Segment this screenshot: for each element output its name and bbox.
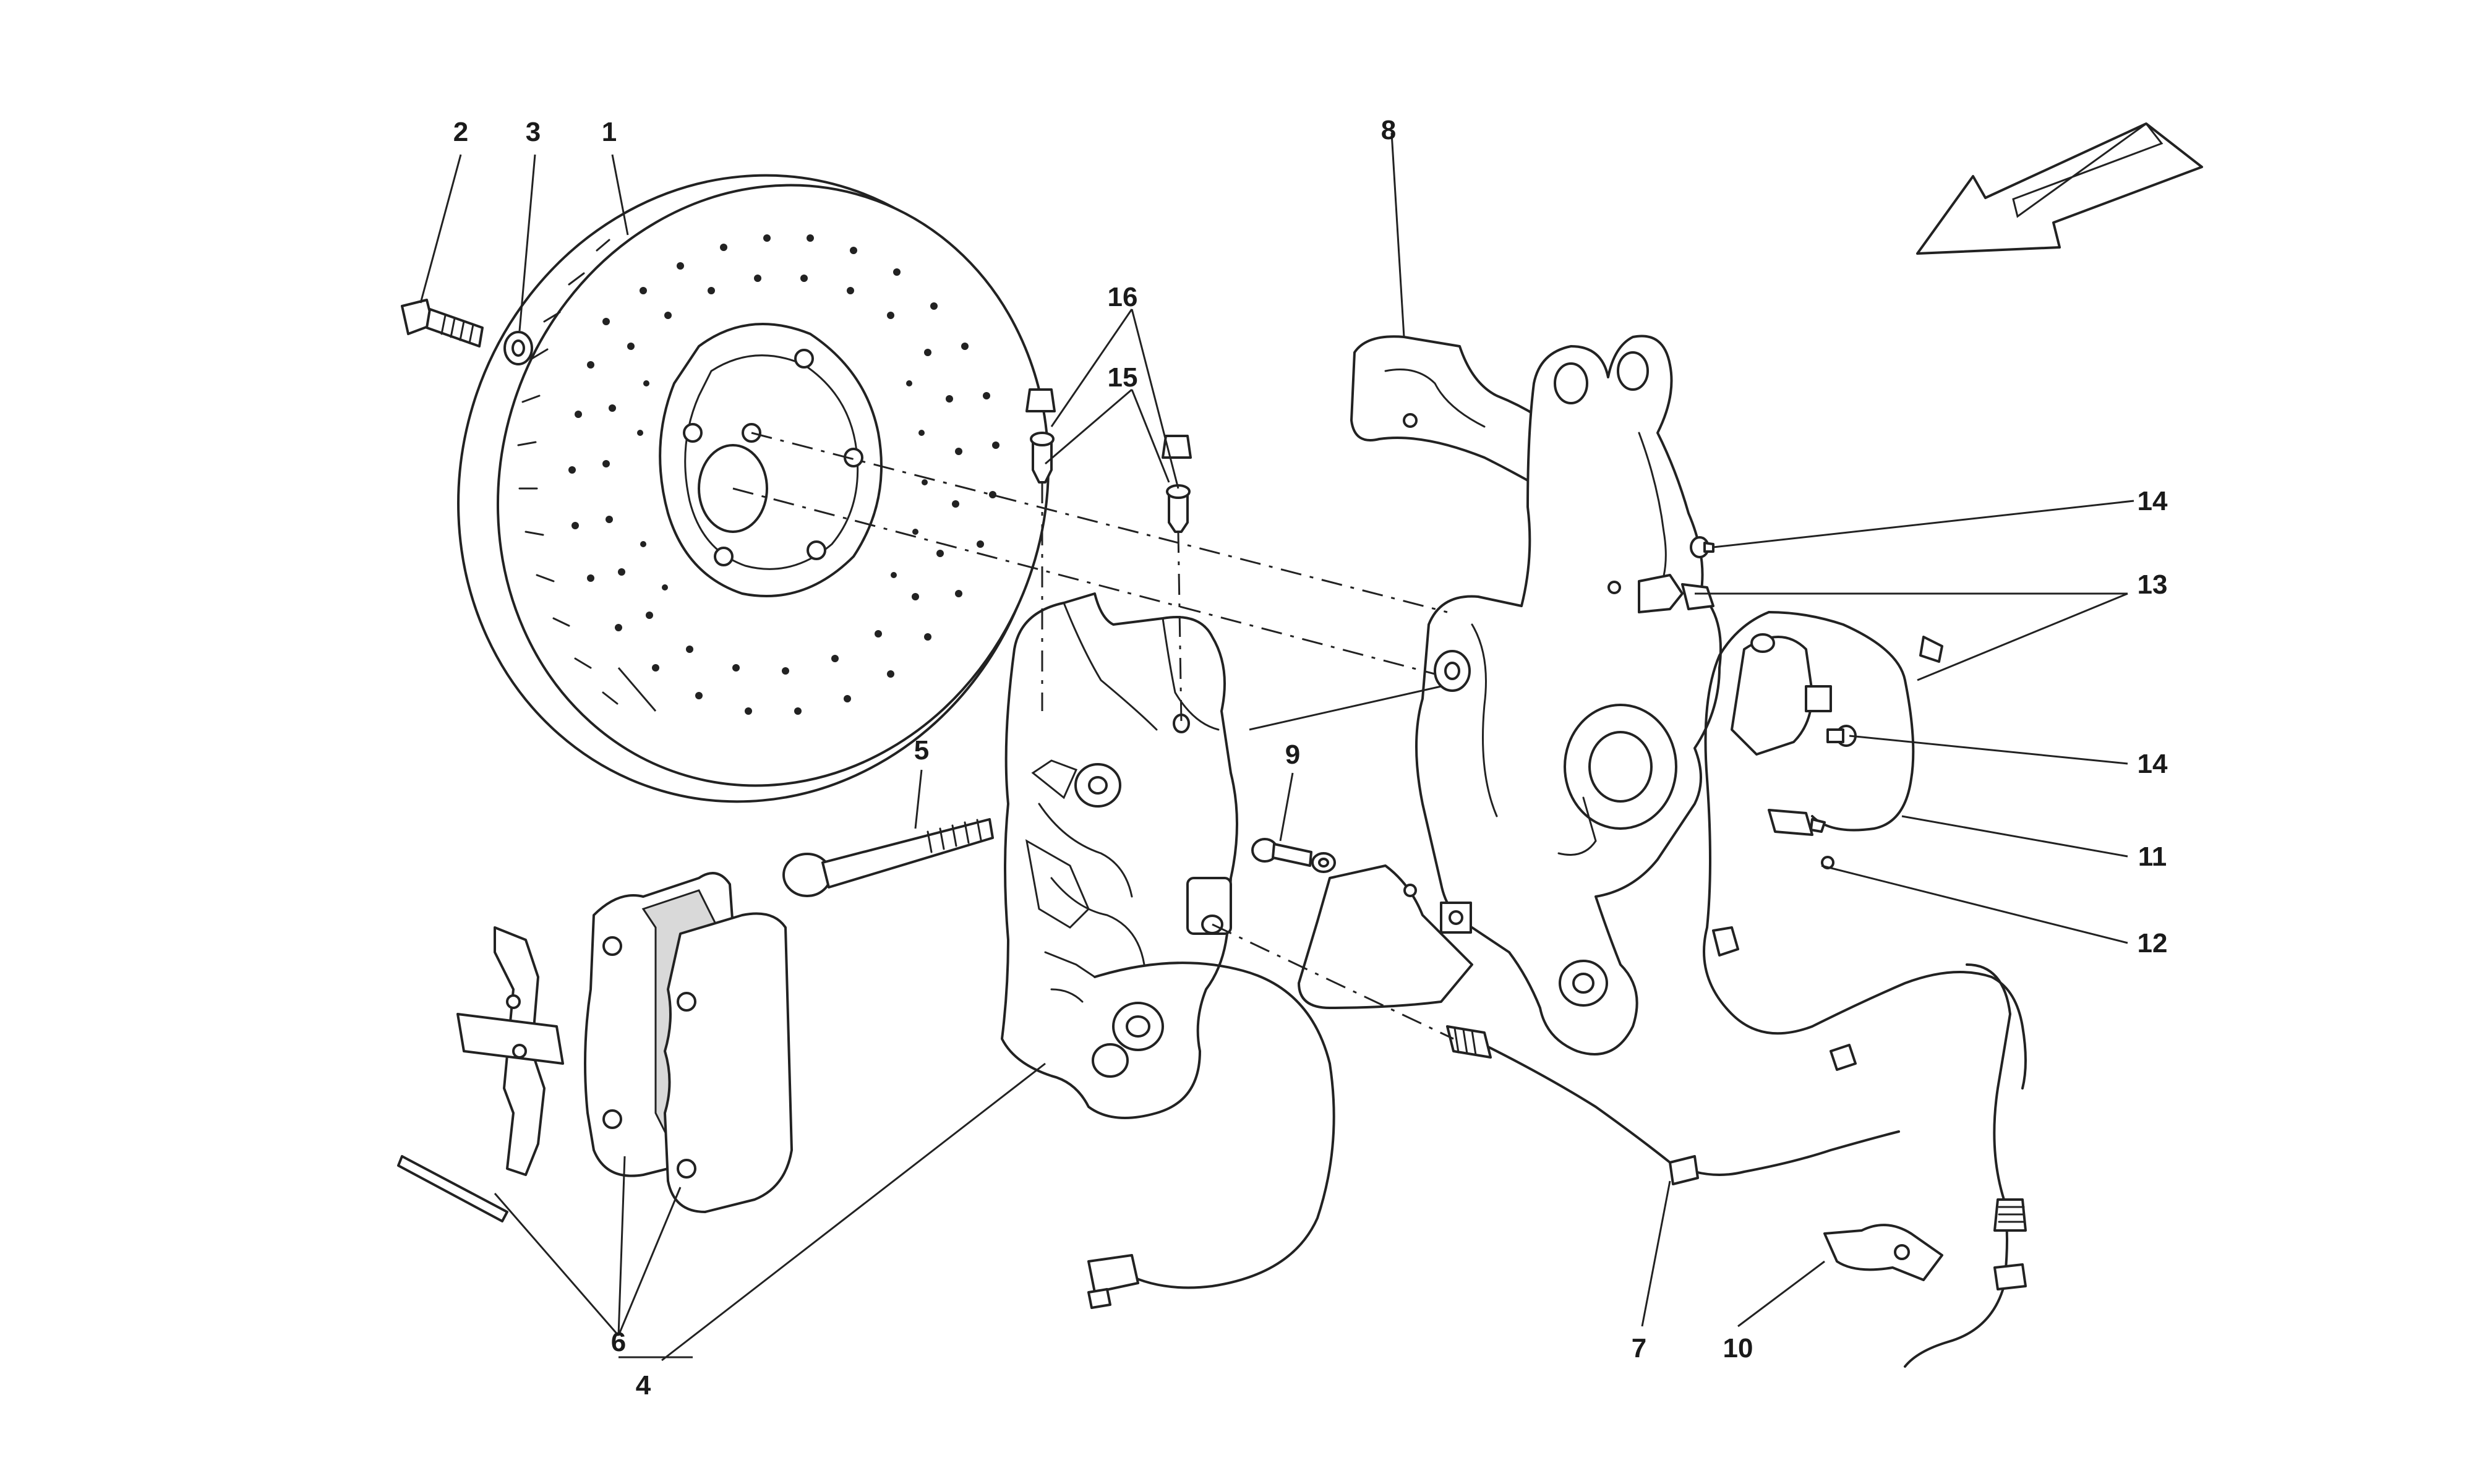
sensor-clip-2 xyxy=(1830,1044,1857,1071)
direction-arrow-icon xyxy=(1916,122,2203,255)
wheel-speed-sensor xyxy=(1768,809,1834,869)
callout-6: 6 xyxy=(611,1327,626,1357)
leader-lines xyxy=(419,132,2134,1362)
callout-11: 11 xyxy=(2138,842,2167,872)
right-sensor xyxy=(1993,1198,2027,1290)
lower-shield xyxy=(1298,864,1473,1009)
sensor-7 xyxy=(1446,1025,1699,1185)
brake-caliper xyxy=(1001,592,1238,1119)
callout-5: 5 xyxy=(914,735,929,765)
callout-12: 12 xyxy=(2138,928,2168,958)
callout-14-lower: 14 xyxy=(2138,749,2168,779)
pad-wear-wire xyxy=(1094,962,1335,1289)
callout-labels: 1 2 3 4 5 6 7 8 9 10 11 12 13 14 14 15 1… xyxy=(453,115,2168,1401)
brake-pad-rear xyxy=(664,912,793,1213)
bracket-screw-upper xyxy=(1690,536,1714,558)
steering-knuckle xyxy=(1415,335,1832,1055)
callout-2: 2 xyxy=(453,117,468,147)
bleed-screw-left xyxy=(1030,432,1055,484)
sensor-cable-11 xyxy=(1768,611,1915,832)
sensor-clip xyxy=(1712,926,1739,957)
bleed-cap-left xyxy=(1025,388,1056,412)
pad-wear-connector xyxy=(1087,1254,1139,1309)
callout-8: 8 xyxy=(1381,115,1396,145)
bracket-10 xyxy=(1823,1224,1943,1281)
callout-14-upper: 14 xyxy=(2138,486,2168,516)
bracket-screw-lower xyxy=(1826,725,1857,747)
assembly-lines xyxy=(732,432,1454,1040)
pad-spring-clip xyxy=(456,926,564,1176)
bleed-screw-right xyxy=(1166,484,1191,533)
disc-bolt xyxy=(401,299,484,348)
sensor-clip-3 xyxy=(1919,636,1943,663)
right-sensor-cable xyxy=(1904,963,2011,1368)
callout-15: 15 xyxy=(1108,362,1138,393)
caliper-mount-screw xyxy=(1251,838,1336,873)
callout-1: 1 xyxy=(602,117,617,147)
callout-7: 7 xyxy=(1632,1333,1646,1363)
callout-3: 3 xyxy=(526,117,541,147)
disc-washer xyxy=(503,331,533,365)
callout-10: 10 xyxy=(1723,1333,1753,1363)
callout-4: 4 xyxy=(636,1370,651,1401)
callout-9: 9 xyxy=(1285,740,1300,770)
callout-16: 16 xyxy=(1108,282,1138,312)
pad-pin xyxy=(397,1155,508,1222)
caliper-bolt xyxy=(782,818,994,897)
callout-13: 13 xyxy=(2138,569,2168,600)
